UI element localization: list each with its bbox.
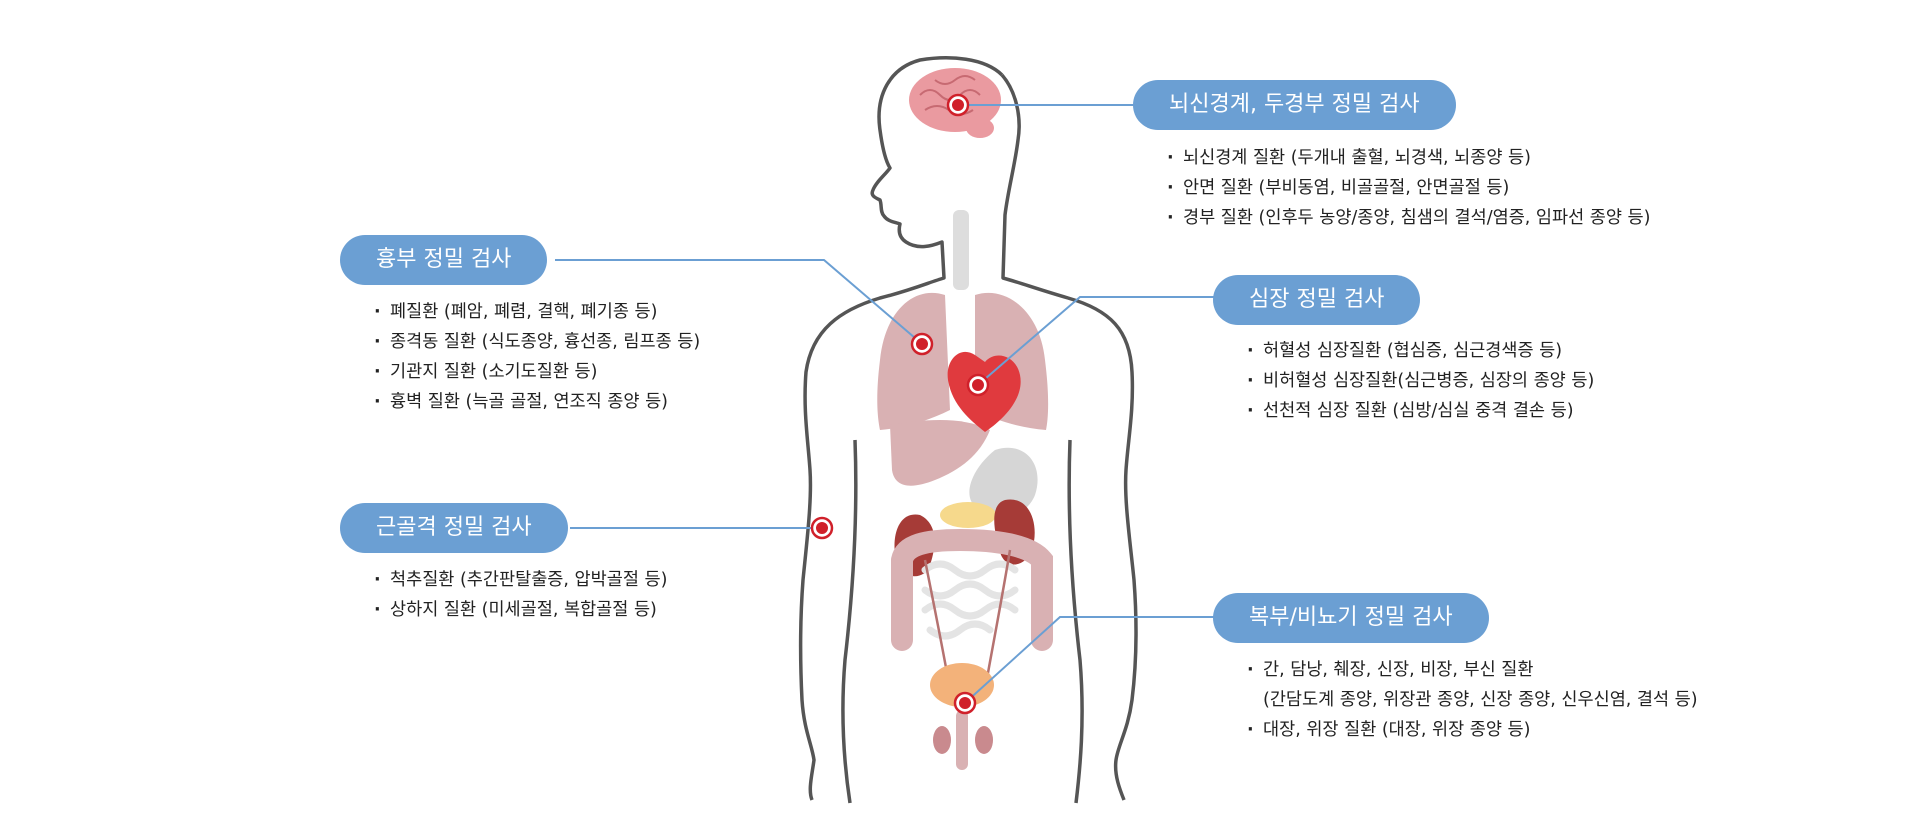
abdomen-section-title: 복부/비뇨기 정밀 검사 bbox=[1213, 593, 1489, 643]
trachea bbox=[953, 210, 969, 290]
large-intestine bbox=[891, 528, 1053, 651]
lung-left bbox=[877, 292, 950, 430]
list-item: (간담도계 종양, 위장관 종양, 신장 종양, 신우신염, 결석 등) bbox=[1263, 690, 1698, 710]
small-intestine bbox=[921, 560, 1019, 640]
chest-section-title: 흉부 정밀 검사 bbox=[340, 235, 548, 285]
reproductive-left bbox=[933, 726, 951, 754]
list-item: 경부 질환 (인후두 농양/종양, 침샘의 결석/염증, 임파선 종양 등) bbox=[1167, 203, 1650, 233]
chest-section-list: 폐질환 (폐암, 폐렴, 결핵, 폐기종 등) 종격동 질환 (식도종양, 흉선… bbox=[374, 297, 700, 417]
list-item: 뇌신경계 질환 (두개내 출혈, 뇌경색, 뇌종양 등) bbox=[1167, 143, 1650, 173]
abdomen-section-list: 간, 담낭, 췌장, 신장, 비장, 부신 질환 (간담도계 종양, 위장관 종… bbox=[1247, 655, 1698, 745]
list-item: 기관지 질환 (소기도질환 등) bbox=[374, 357, 700, 387]
list-item: 폐질환 (폐암, 폐렴, 결핵, 폐기종 등) bbox=[374, 297, 700, 327]
list-item: 선천적 심장 질환 (심방/심실 중격 결손 등) bbox=[1247, 396, 1594, 426]
list-item: 허혈성 심장질환 (협심증, 심근경색증 등) bbox=[1247, 336, 1594, 366]
urethra bbox=[956, 710, 968, 770]
list-item: 비허혈성 심장질환(심근병증, 심장의 종양 등) bbox=[1247, 366, 1594, 396]
marker-heart bbox=[966, 373, 990, 397]
body-inner-arm-right bbox=[1067, 439, 1084, 804]
heart-section-list: 허혈성 심장질환 (협심증, 심근경색증 등) 비허혈성 심장질환(심근병증, … bbox=[1247, 336, 1594, 426]
list-item: 안면 질환 (부비동염, 비골골절, 안면골절 등) bbox=[1167, 173, 1650, 203]
bladder bbox=[930, 663, 994, 707]
connector-lines bbox=[555, 104, 1220, 704]
liver bbox=[890, 420, 990, 486]
heart-section-title: 심장 정밀 검사 bbox=[1213, 275, 1421, 325]
body-inner-arm-left bbox=[841, 439, 858, 804]
connector-chest bbox=[555, 259, 923, 345]
marker-chest bbox=[910, 332, 934, 356]
connector-heart bbox=[977, 296, 1220, 386]
stomach bbox=[969, 447, 1038, 517]
list-item: 대장, 위장 질환 (대장, 위장 종양 등) bbox=[1247, 715, 1698, 745]
body-outline bbox=[798, 56, 1004, 801]
marker-musculo bbox=[810, 516, 834, 540]
list-item: 흉벽 질환 (늑골 골절, 연조직 종양 등) bbox=[374, 387, 700, 417]
marker-abdomen bbox=[953, 691, 977, 715]
brain-section-list: 뇌신경계 질환 (두개내 출혈, 뇌경색, 뇌종양 등) 안면 질환 (부비동염… bbox=[1167, 143, 1650, 233]
list-item: 종격동 질환 (식도종양, 흉선종, 림프종 등) bbox=[374, 327, 700, 357]
list-item: 상하지 질환 (미세골절, 복합골절 등) bbox=[374, 595, 667, 625]
pancreas bbox=[940, 502, 996, 528]
body-outline-right bbox=[1000, 73, 1138, 801]
musculo-section-title: 근골격 정밀 검사 bbox=[340, 503, 568, 553]
musculo-section-list: 척추질환 (추간판탈출증, 압박골절 등) 상하지 질환 (미세골절, 복합골절… bbox=[374, 565, 667, 625]
markers bbox=[810, 93, 990, 715]
brain-section-title: 뇌신경계, 두경부 정밀 검사 bbox=[1133, 80, 1456, 130]
list-item: 척추질환 (추간판탈출증, 압박골절 등) bbox=[374, 565, 667, 595]
connector-abdomen bbox=[964, 616, 1220, 704]
reproductive-right bbox=[975, 726, 993, 754]
list-item: 간, 담낭, 췌장, 신장, 비장, 부신 질환 bbox=[1247, 655, 1698, 685]
marker-brain bbox=[946, 93, 970, 117]
